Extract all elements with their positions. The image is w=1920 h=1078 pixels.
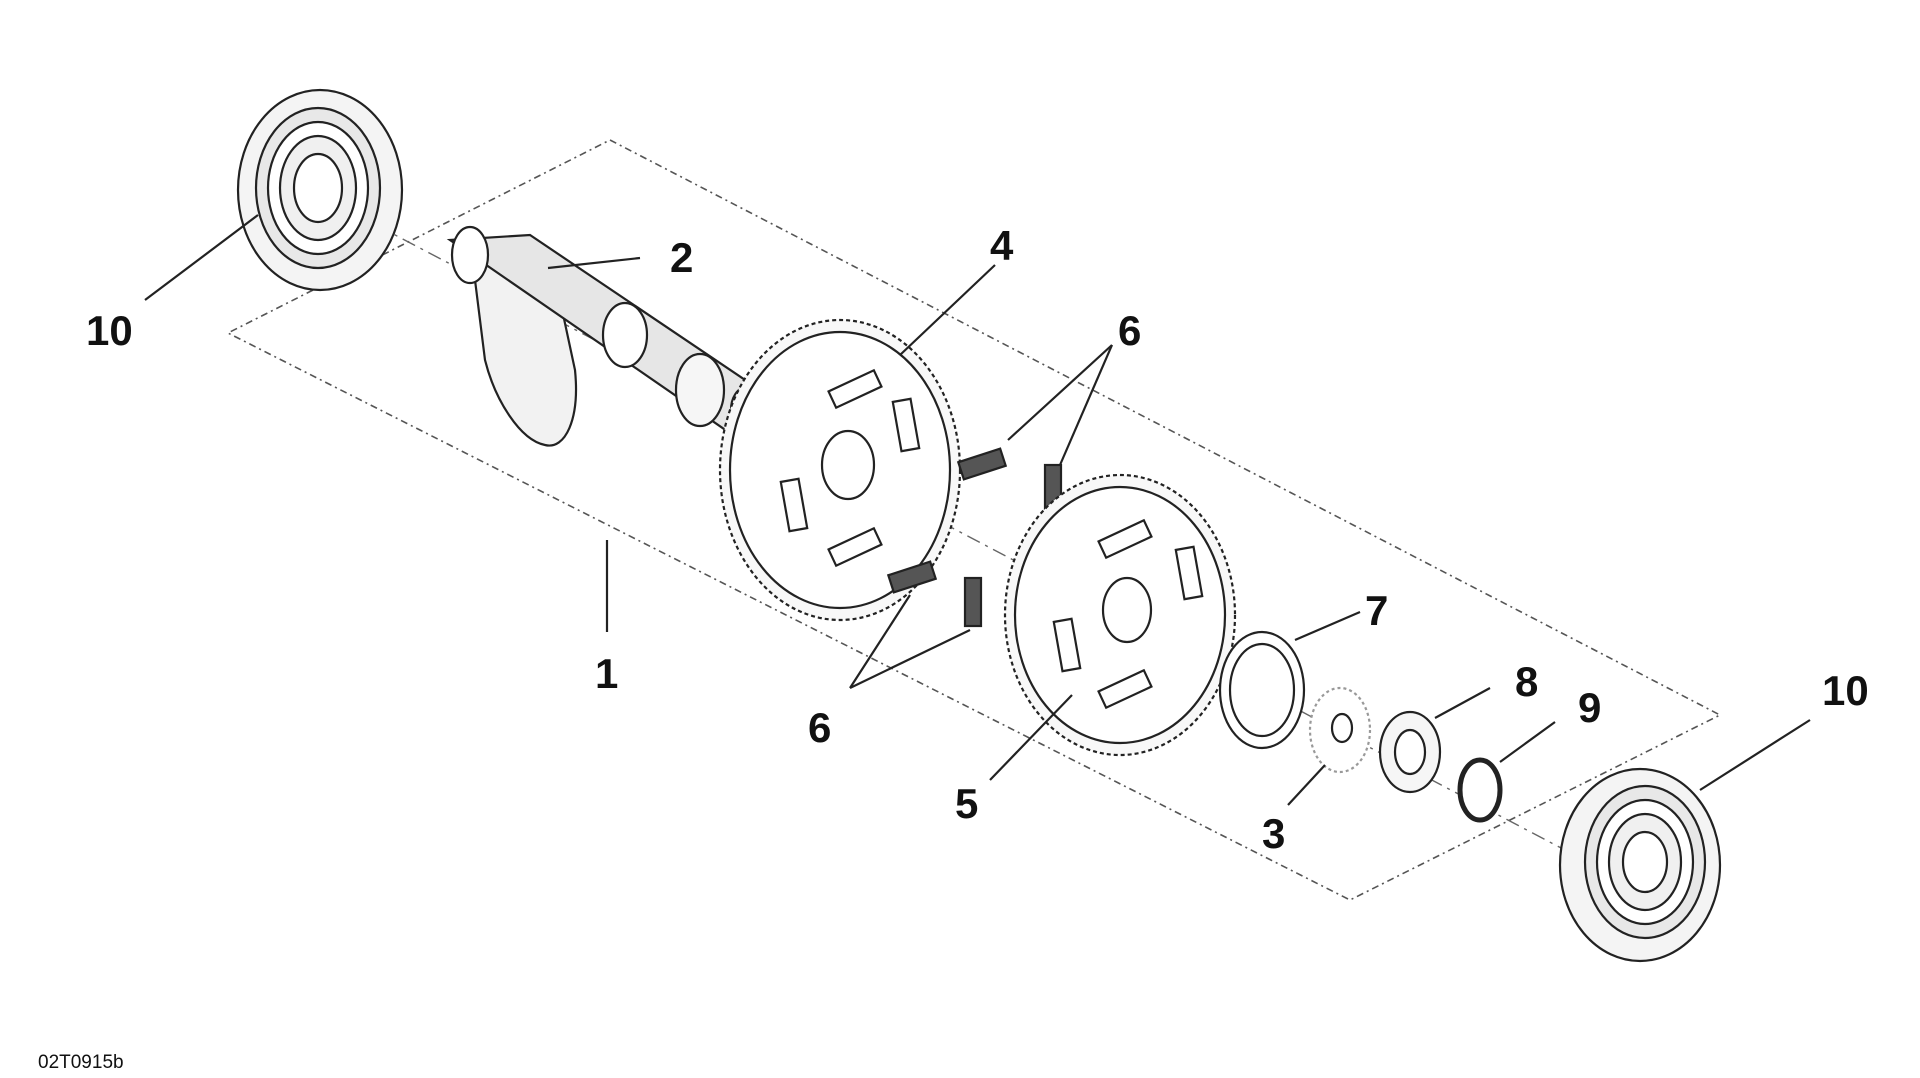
spacer: [1378, 710, 1442, 794]
leader-3: [1287, 764, 1326, 806]
callout-6-lower: 6: [808, 704, 831, 751]
figure-reference-code: 02T0915b: [38, 1052, 124, 1073]
gear-lower: [1003, 473, 1237, 757]
callout-7: 7: [1365, 587, 1388, 634]
circlip: [1457, 757, 1503, 823]
leader-10-left: [144, 214, 259, 301]
callout-8: 8: [1515, 658, 1538, 705]
leader-lines: [144, 214, 1811, 806]
leader-6-upper-a: [1007, 344, 1113, 441]
callout-9: 9: [1578, 684, 1601, 731]
leader-6-lower-b: [849, 629, 971, 689]
callout-6-upper: 6: [1118, 307, 1141, 354]
shim: [1218, 630, 1306, 750]
callout-2: 2: [670, 234, 693, 281]
leader-10-right: [1699, 719, 1811, 791]
leader-6-upper-b: [1058, 344, 1114, 466]
leader-7: [1294, 610, 1361, 642]
leader-5: [989, 694, 1073, 781]
callout-4: 4: [990, 222, 1014, 269]
bearing-left: [236, 88, 404, 292]
leader-2: [547, 256, 641, 270]
leader-9: [1499, 721, 1556, 763]
leader-4: [899, 264, 996, 356]
callout-10-left: 10: [86, 307, 133, 354]
leader-8: [1434, 687, 1491, 719]
bearing-right: [1558, 767, 1722, 963]
callout-1: 1: [595, 650, 618, 697]
callout-10-right: 10: [1822, 667, 1869, 714]
callout-5: 5: [955, 780, 978, 827]
callout-3: 3: [1262, 810, 1285, 857]
washer: [1308, 686, 1372, 774]
gear-upper: [718, 318, 962, 622]
camshaft: [446, 225, 762, 447]
shaft-centerline: [299, 184, 1661, 901]
leader-6-lower-a: [849, 594, 911, 689]
